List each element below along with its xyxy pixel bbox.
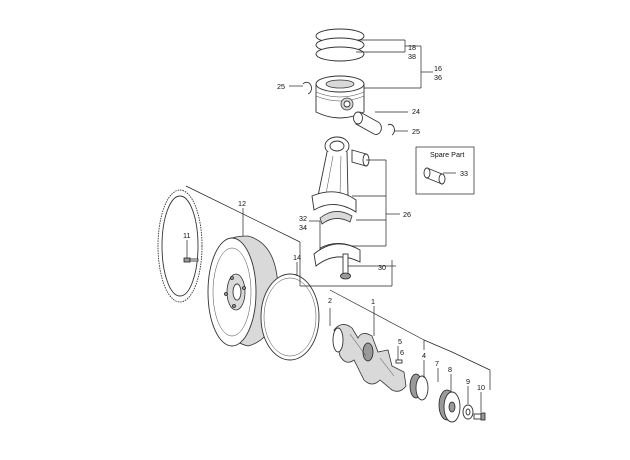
piston[interactable] <box>315 75 365 119</box>
callout-30: 30 <box>378 263 386 272</box>
callout-2: 2 <box>328 296 332 305</box>
ring-gear[interactable] <box>157 189 203 303</box>
callout-25-top: 25 <box>277 82 285 91</box>
callout-34: 34 <box>299 223 307 232</box>
callout-12: 12 <box>238 199 246 208</box>
seal-ring-large[interactable] <box>260 273 320 361</box>
key[interactable] <box>395 359 403 364</box>
spare-bushing[interactable] <box>423 167 446 185</box>
connecting-rod[interactable] <box>311 136 357 213</box>
crank-gear[interactable] <box>409 373 429 401</box>
callout-18: 18 <box>408 43 416 52</box>
crankshaft[interactable] <box>332 324 407 392</box>
circlip-right[interactable] <box>387 123 395 136</box>
callout-7: 7 <box>435 359 439 368</box>
callout-32: 32 <box>299 214 307 223</box>
callout-26: 26 <box>403 210 411 219</box>
piston-rings[interactable] <box>315 28 365 62</box>
crank-pulley[interactable] <box>438 389 461 423</box>
small-end-bushing[interactable] <box>351 149 370 167</box>
spare-part-box: Spare Part <box>415 146 475 195</box>
callout-25-pin: 25 <box>412 127 420 136</box>
callout-10: 10 <box>477 383 485 392</box>
leader-lines <box>185 39 491 412</box>
callout-11: 11 <box>183 231 190 240</box>
bearing-shell-upper[interactable] <box>319 211 353 225</box>
pulley-bolt[interactable] <box>473 412 486 421</box>
callout-14: 14 <box>293 253 301 262</box>
callout-24: 24 <box>412 107 420 116</box>
callout-36: 36 <box>434 73 442 82</box>
callout-4: 4 <box>422 351 426 360</box>
callout-38: 38 <box>408 52 416 61</box>
piston-pin[interactable] <box>353 111 382 135</box>
flywheel-bolt[interactable] <box>183 257 199 263</box>
callout-33: 33 <box>460 169 468 178</box>
callout-5: 5 <box>398 337 402 346</box>
callout-16: 16 <box>434 64 442 73</box>
callout-labels: 18 38 16 36 25 24 25 26 32 34 30 33 12 1… <box>183 43 485 392</box>
washer[interactable] <box>462 404 474 420</box>
callout-1: 1 <box>371 297 375 306</box>
callout-8: 8 <box>448 365 452 374</box>
circlip-left[interactable] <box>302 81 312 95</box>
callout-9: 9 <box>466 377 470 386</box>
connecting-rod-cap[interactable] <box>313 243 361 267</box>
connecting-rod-bolt[interactable] <box>340 253 351 280</box>
spare-part-title: Spare Part <box>430 150 464 159</box>
callout-6: 6 <box>400 348 404 357</box>
